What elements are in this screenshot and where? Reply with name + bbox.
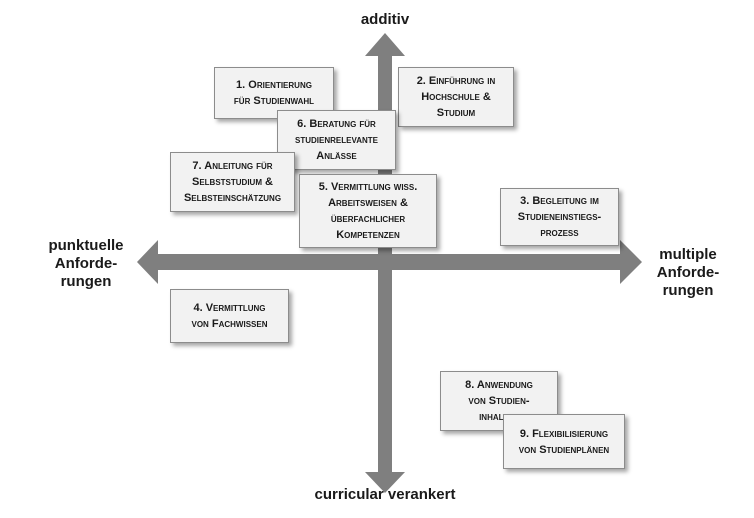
axis-label-bottom: curricular verankert [314,486,456,503]
box-vermittlung-kompetenzen: 5. Vermittlung wiss.Arbeitsweisen &überf… [299,174,437,248]
horizontal-axis-arrow [137,240,642,284]
axis-label-top: additiv [360,11,410,28]
